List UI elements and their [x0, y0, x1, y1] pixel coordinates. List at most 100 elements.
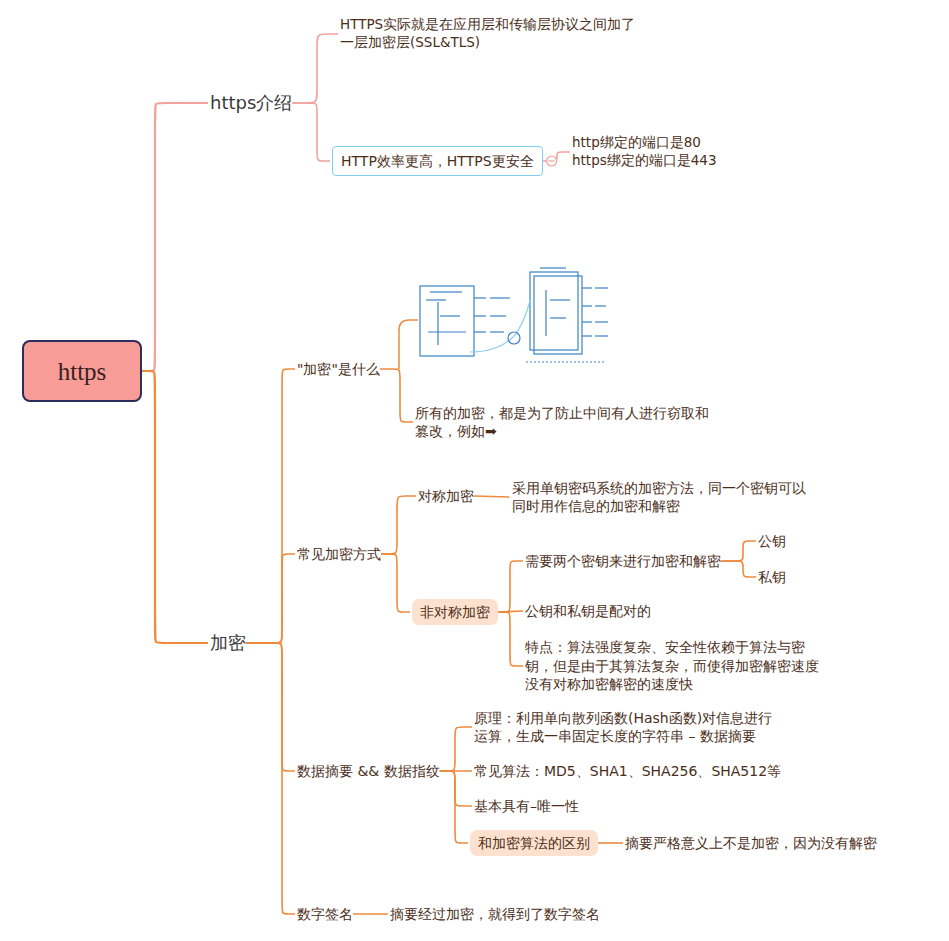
branch-connector	[292, 34, 338, 103]
sketch-line	[437, 302, 438, 345]
topic-text: HTTPS实际就是在应用层和传输层协议之间加了一层加密层(SSL&TLS)	[340, 16, 635, 52]
subtopic: 公钥和私钥是配对的	[525, 602, 651, 620]
branch-connector	[498, 561, 523, 612]
topic-text: 对称加密	[418, 487, 474, 505]
branch-connector	[381, 496, 416, 554]
branch-connector	[440, 771, 468, 843]
topic-text: https介绍	[210, 91, 292, 115]
topic-text: 摘要经过加密，就得到了数字签名	[390, 905, 600, 923]
sketch-line	[426, 299, 446, 300]
topic-text: 数字签名	[297, 905, 353, 923]
topic-text: 需要两个密钥来进行加密和解密	[525, 552, 721, 570]
branch-connector	[246, 643, 295, 914]
subtopic: 数据摘要 && 数据指纹	[297, 762, 440, 780]
sketch-arrow	[582, 335, 592, 336]
topic-box: 和加密算法的区别	[470, 830, 598, 856]
branch-connector	[598, 842, 623, 844]
sketch-arrow	[582, 321, 592, 322]
sketch-arrow	[474, 315, 486, 316]
branch-connector	[246, 369, 295, 643]
sketch-line	[430, 291, 462, 292]
sketch-note	[526, 361, 606, 362]
sketch-line	[440, 315, 460, 316]
root-topic: https	[22, 340, 142, 402]
branch-connector	[292, 103, 330, 161]
subtopic: 摘要经过加密，就得到了数字签名	[390, 905, 600, 923]
connectors	[142, 34, 756, 914]
topic-text: 基本具有–唯一性	[474, 797, 579, 815]
topic-text: 和加密算法的区别	[478, 834, 590, 852]
sketch-line	[540, 267, 566, 268]
branch-connector	[474, 496, 510, 497]
branch-connector	[498, 612, 523, 666]
sketch-line	[595, 321, 608, 322]
branch-connector	[142, 103, 208, 371]
sketch-curve	[470, 300, 530, 352]
subtopic: 基本具有–唯一性	[474, 797, 579, 815]
topic-box: 非对称加密	[412, 599, 498, 625]
subtopic: 常见算法：MD5、SHA1、SHA256、SHA512等	[474, 762, 781, 780]
sketch-line	[595, 305, 606, 306]
collapse-circle	[547, 156, 557, 166]
branch-connector	[440, 727, 472, 771]
subtopic: HTTPS实际就是在应用层和传输层协议之间加了一层加密层(SSL&TLS)	[340, 16, 635, 52]
sketch-line	[490, 331, 504, 332]
main-topic: https介绍	[210, 91, 292, 115]
topic-text: 公钥和私钥是配对的	[525, 602, 651, 620]
encryption-sketch	[399, 268, 608, 369]
topic-text: 数据摘要 && 数据指纹	[297, 762, 440, 780]
topic-text: 摘要严格意义上不是加密，因为没有解密	[625, 834, 877, 852]
subtopic: 私钥	[758, 568, 786, 586]
subtopic: 需要两个密钥来进行加密和解密	[525, 552, 721, 570]
sketch-line	[595, 335, 608, 336]
sketch-line	[490, 297, 510, 298]
sketch-line	[545, 290, 546, 336]
sketch-line	[550, 317, 566, 318]
server-box	[534, 276, 582, 354]
sketch-arrow	[582, 287, 592, 288]
branch-connector	[440, 771, 472, 806]
sketch-circle	[508, 332, 520, 344]
subtopic: 摘要严格意义上不是加密，因为没有解密	[625, 834, 877, 852]
topic-text: 私钥	[758, 568, 786, 586]
branch-connector	[142, 371, 208, 643]
subtopic: 数字签名	[297, 905, 353, 923]
subtopic: 对称加密	[418, 487, 474, 505]
topic-text: HTTP效率更高，HTTPS更安全	[341, 152, 534, 170]
topic-text: "加密"是什么	[297, 360, 380, 378]
sketch-arrow	[474, 297, 486, 298]
branch-connector	[246, 554, 295, 643]
subtopic: http绑定的端口是80https绑定的端口是443	[572, 134, 717, 170]
subtopic: 原理：利用单向散列函数(Hash函数)对信息进行运算，生成一串固定长度的字符串 …	[474, 709, 772, 746]
sketch-line	[595, 287, 608, 288]
branch-line	[399, 320, 418, 369]
topic-box: HTTP效率更高，HTTPS更安全	[332, 146, 543, 176]
topic-text: 所有的加密，都是为了防止中间有人进行窃取和篡改，例如➡	[415, 404, 709, 441]
subtopic: 采用单钥密码系统的加密方法，同一个密钥可以同时用作信息的加密和解密	[512, 479, 806, 516]
subtopic: 所有的加密，都是为了防止中间有人进行窃取和篡改，例如➡	[415, 404, 709, 441]
sketch-arrow	[582, 305, 592, 306]
topic-text: 常见算法：MD5、SHA1、SHA256、SHA512等	[474, 762, 781, 780]
collapse-marker	[547, 156, 557, 166]
subtopic: 特点：算法强度复杂、安全性依赖于算法与密钥，但是由于其算法复杂，而使得加密解密速…	[525, 638, 819, 693]
subtopic: "加密"是什么	[297, 360, 380, 378]
branch-connector	[353, 913, 388, 915]
sketch-line	[550, 299, 570, 300]
main-topic: 加密	[210, 631, 246, 655]
topic-text: 特点：算法强度复杂、安全性依赖于算法与密钥，但是由于其算法复杂，而使得加密解密速…	[525, 638, 819, 693]
topic-text: http绑定的端口是80https绑定的端口是443	[572, 134, 717, 170]
subtopic: 常见加密方式	[297, 545, 381, 563]
topic-text: 加密	[210, 631, 246, 655]
branch-connector	[721, 541, 756, 561]
client-box	[420, 286, 474, 356]
server-box	[530, 272, 578, 350]
branch-connector	[721, 561, 756, 577]
sketch-line	[490, 315, 506, 316]
topic-text: 非对称加密	[420, 603, 490, 621]
topic-text: 采用单钥密码系统的加密方法，同一个密钥可以同时用作信息的加密和解密	[512, 479, 806, 516]
sketch-line	[428, 331, 466, 332]
subtopic: 公钥	[758, 532, 786, 550]
branch-connector	[246, 643, 295, 771]
topic-text: 原理：利用单向散列函数(Hash函数)对信息进行运算，生成一串固定长度的字符串 …	[474, 709, 772, 746]
